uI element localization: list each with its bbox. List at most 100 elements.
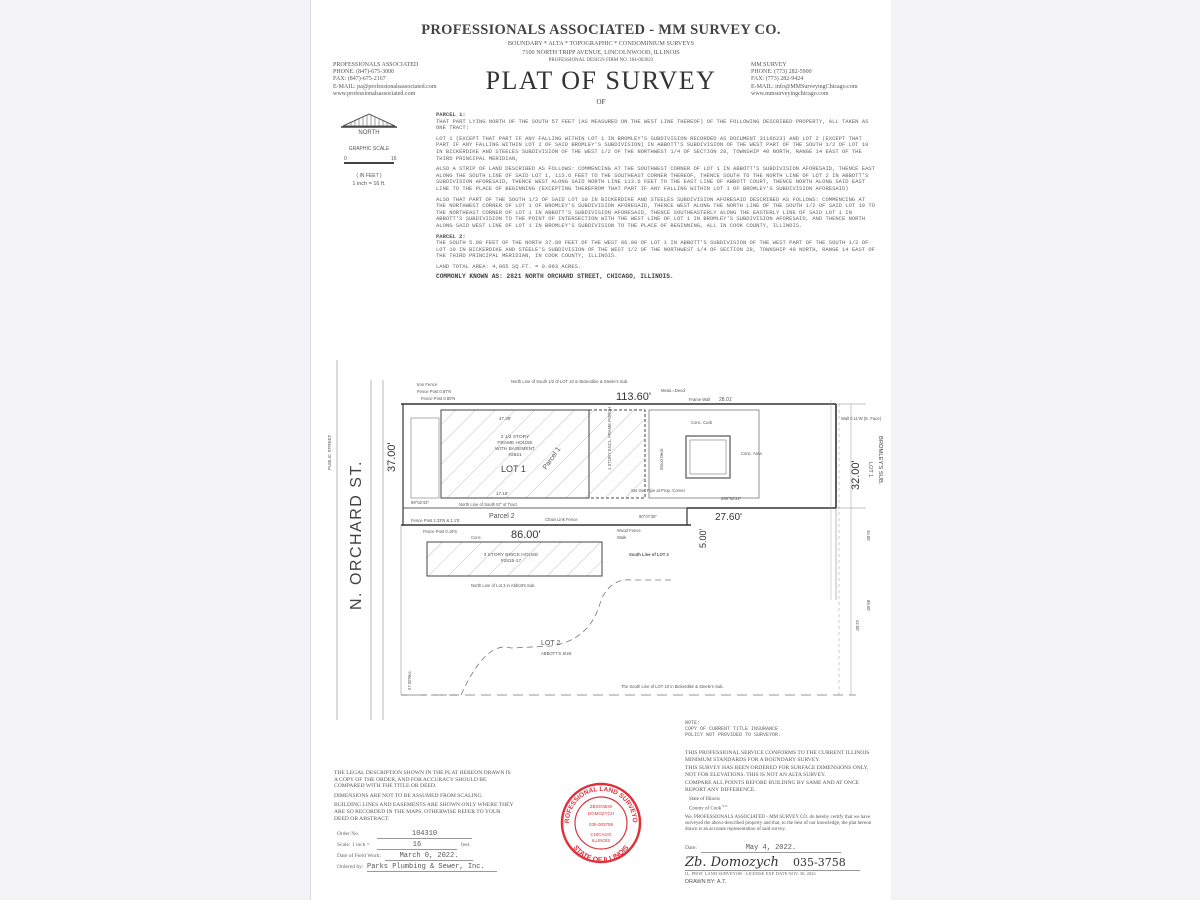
contact-line: PROFESSIONALS ASSOCIATED xyxy=(333,62,419,68)
signature-block: Date: May 4, 2022. Zb. Domozych 035-3758… xyxy=(685,836,860,885)
left-contact: PROFESSIONALS ASSOCIATED PHONE: (847)-67… xyxy=(333,62,437,98)
south-line-label: The South Line of LOT 10 in Bickerdike &… xyxy=(621,684,724,689)
note-text: THIS SURVEY HAS BEEN ORDERED FOR SURFACE… xyxy=(685,765,869,778)
contact-line: FAX: (773) 282-9424 xyxy=(751,76,804,83)
scale-start: 0 xyxy=(344,156,347,162)
dim-parcel2: 86.00' xyxy=(511,529,541,541)
seal-name: DOMOZYCH xyxy=(588,811,614,816)
dim-1716: 17.16' xyxy=(496,491,508,496)
street-name: N. ORCHARD ST. xyxy=(348,460,365,610)
certification-text: We, PROFESSIONALS ASSOCIATED - MM SURVEY… xyxy=(685,815,872,832)
company-name: PROFESSIONALS ASSOCIATED - MM SURVEY CO. xyxy=(421,22,781,38)
south-line-lot2-label: South Line of LOT 2 xyxy=(629,552,669,557)
date-label: Date: xyxy=(685,845,697,851)
note-text: POLICY NOT PROVIDED TO SURVEYOR. xyxy=(685,732,782,738)
angle-label: 90°07'38" xyxy=(639,514,657,519)
wood-fence-label: Wood Fence xyxy=(617,528,641,533)
dim-west: 37.00' xyxy=(386,442,398,472)
note-text: COPY OF CURRENT TITLE INSURANCE xyxy=(685,726,779,732)
iron-fence-label: Iron Fence xyxy=(417,382,438,387)
state-label: State of Illinois xyxy=(689,796,720,802)
conc-area-label: Conc. Area xyxy=(741,451,762,456)
ordered-by-label: Ordered by: xyxy=(337,864,364,870)
seal-state: ILLINOIS xyxy=(592,838,611,843)
brick-house xyxy=(426,541,603,577)
iron-pipe-label: Set Iron Pipe at Prop. Corner xyxy=(631,488,686,493)
document-title: PLAT OF SURVEY xyxy=(485,66,717,95)
chain-link-label: Chain Link Fence xyxy=(545,517,578,522)
dim-5700: 57.00'Rec. xyxy=(407,670,412,690)
note-text: THIS PROFESSIONAL SERVICE CONFORMS TO TH… xyxy=(685,750,870,763)
scale-end: 16 xyxy=(391,156,397,162)
north-line-lot3-label: North Line of Lot 3 in Abbott's Sub. xyxy=(471,583,536,588)
contact-line: PHONE: (773) 282-5900 xyxy=(751,69,812,76)
ss-label: s.s. xyxy=(722,803,728,809)
legal-paragraph: ALSO THAT PART OF THE SOUTH 1/2 OF SAID … xyxy=(436,195,875,229)
order-number: 104310 xyxy=(377,830,472,839)
ordered-by: Parks Plumbing & Sewer, Inc. xyxy=(367,863,497,872)
scale-label: Scale: 1 inch = xyxy=(337,842,370,848)
legal-paragraph: LOT 1 (EXCEPT THAT PART IF ANY FALLING W… xyxy=(436,134,869,162)
front-stairs xyxy=(410,417,440,499)
abbotts-sub-label: ABBOTT'S SUB. xyxy=(541,651,572,656)
legal-description: PARCEL 1: THAT PART LYING NORTH OF THE S… xyxy=(436,111,876,285)
contact-line: PHONE: (847)-675-3000 xyxy=(333,69,395,76)
parcel2-heading: PARCEL 2: xyxy=(436,232,466,240)
lot1-label: LOT 1 xyxy=(501,464,526,474)
house-label: FRAME HOUSE xyxy=(497,440,532,446)
contact-line: www.professionalsassociated.com xyxy=(333,90,416,97)
right-notes: THIS PROFESSIONAL SERVICE CONFORMS TO TH… xyxy=(685,750,875,832)
contact-line: E-MAIL: info@MMSurveyingChicago.com xyxy=(751,83,858,90)
order-info: Order No.104310 Scale: 1 inch =16 feet. … xyxy=(337,822,497,872)
dim-4739: 47.39' xyxy=(499,416,511,421)
fence-post-label: Fence Post 2.33'N & 1.1'E xyxy=(411,518,460,523)
scale-ratio: 1 inch = 16 ft. xyxy=(352,181,386,187)
svg-text:STATE OF ILLINOIS: STATE OF ILLINOIS xyxy=(572,844,631,864)
wood-deck-label: Wood Deck xyxy=(659,448,664,470)
county-label: County of Cook xyxy=(689,806,722,812)
dim-5: 5.00' xyxy=(698,528,708,548)
conc-curb-label: Conc. Curb xyxy=(691,420,713,425)
surveyor-line: IL. PROF. LAND SURVEYOR - LICENSE EXP. D… xyxy=(685,871,816,876)
note-text: THE LEGAL DESCRIPTION SHOWN IN THE PLAT … xyxy=(334,770,511,790)
brick-house-label: #2815-17 xyxy=(501,558,522,564)
deck-area xyxy=(648,409,760,499)
company-address: 7100 NORTH TRIPP AVENUE, LINCOLNWOOD, IL… xyxy=(522,49,680,56)
field-work-date: March 0, 2022. xyxy=(385,852,473,861)
license-number: 035-3758 xyxy=(793,856,846,869)
seal-city: CHICAGO xyxy=(590,832,612,837)
note-text: COMPARE ALL POINTS BEFORE BUILDING BY SA… xyxy=(685,780,860,793)
public-street-label: PUBLIC STREET xyxy=(327,434,332,470)
fence-post-label: Fence Post 0.80'N xyxy=(421,396,455,401)
field-work-label: Date of Field Work: xyxy=(337,853,381,859)
commonly-known-as: COMMONLY KNOWN AS: 2821 NORTH ORCHARD ST… xyxy=(436,273,674,281)
signed-date: May 4, 2022. xyxy=(700,844,841,853)
dim-8900: 89.00' xyxy=(866,600,871,611)
north-line-label: North Line of South 1/2 of LOT 10 in Bic… xyxy=(511,379,628,384)
conc-label: Conc. xyxy=(471,535,482,540)
note-text: DIMENSIONS ARE NOT TO BE ASSUMED FROM SC… xyxy=(334,792,483,799)
walk-label: Walk xyxy=(617,535,627,540)
dim-jog: 27.60' xyxy=(715,512,742,523)
scale-value: 16 xyxy=(377,841,457,850)
wall-east-label: Wall 0.11'W (E. Face) xyxy=(841,416,882,421)
north-arrow-icon xyxy=(341,113,397,128)
drawn-by: DRAWN BY: A.T. xyxy=(685,879,727,885)
lot2-line xyxy=(401,579,671,696)
frame-house xyxy=(440,409,590,499)
dim-east: 32.00' xyxy=(850,460,862,490)
services-line: BOUNDARY * ALTA * TOPOGRAPHIC * CONDOMIN… xyxy=(507,40,695,47)
enclosed-porch xyxy=(588,409,646,499)
parcel1-heading: PARCEL 1: xyxy=(436,111,466,118)
design-firm-no: PROFESSIONAL DESIGN FIRM NO. 184-003023 xyxy=(548,58,654,63)
meas-deed-label: Meas.=Deed xyxy=(661,388,686,393)
house-label: WITH BASEMENT xyxy=(495,446,535,452)
lot1-bromley-label: LOT 1 xyxy=(867,462,873,477)
contact-line: www.mmsurveyingchicago.com xyxy=(751,90,829,97)
title-of: OF xyxy=(596,98,606,106)
contact-line: MM SURVEY xyxy=(751,62,787,68)
porch-label: 1 STORY ENCL. FRAME PORCH xyxy=(607,407,612,470)
contact-line: FAX: (847)-675-2167 xyxy=(333,76,386,83)
scale-units: ( IN FEET ) xyxy=(356,173,382,179)
seal-name: ZBIGNIEW xyxy=(590,804,613,809)
